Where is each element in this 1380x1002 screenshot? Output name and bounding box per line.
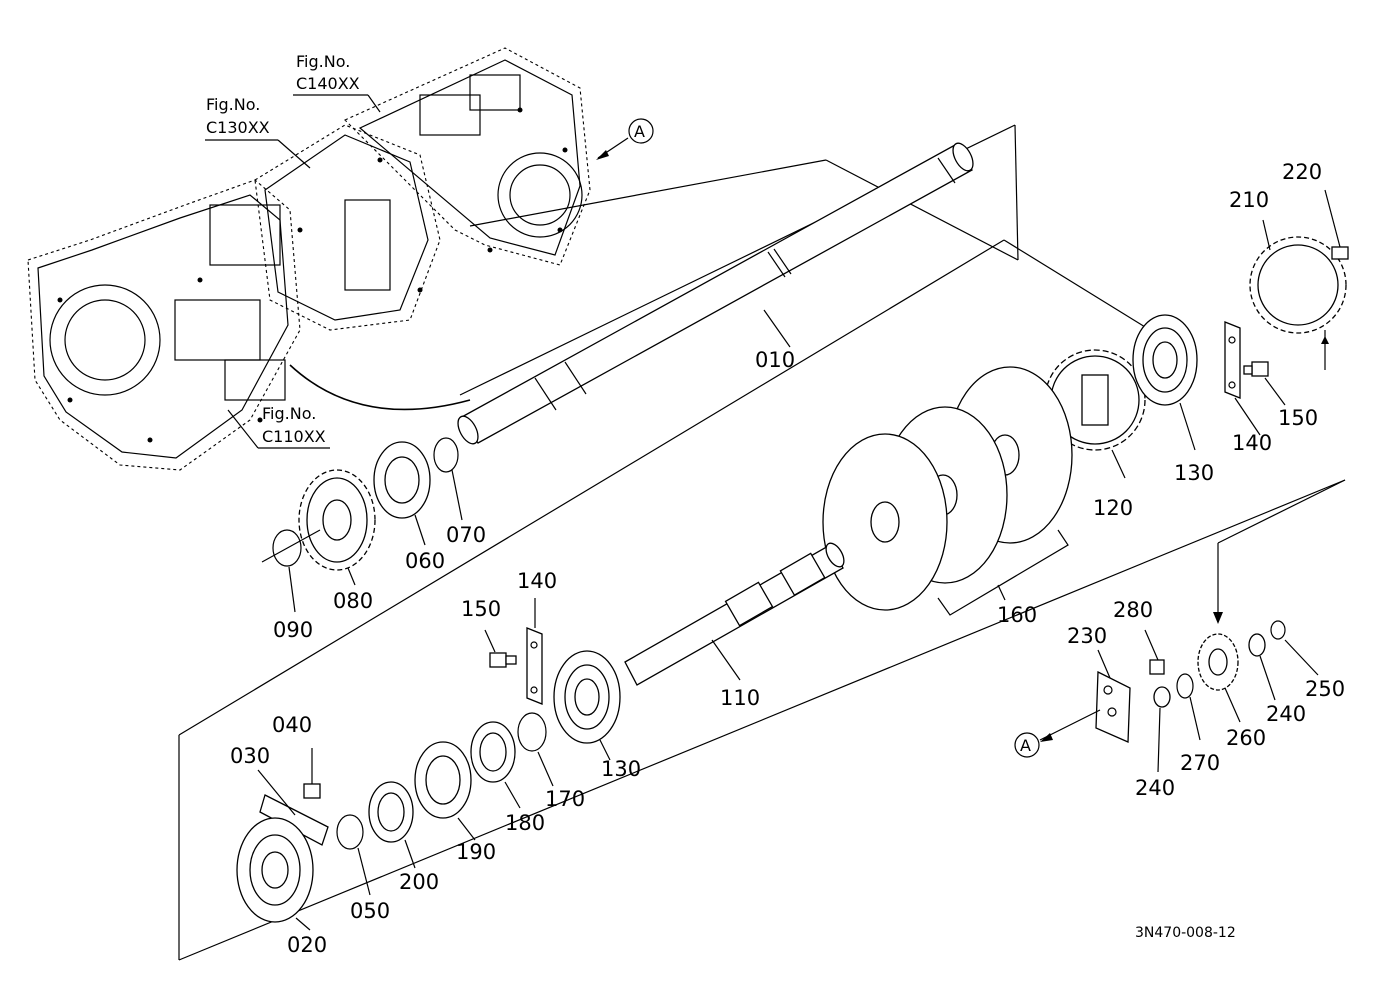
label-010: 010 xyxy=(755,348,795,372)
part-060-bearing xyxy=(373,441,431,546)
part-270-ring xyxy=(1176,673,1201,741)
label-190: 190 xyxy=(456,840,496,864)
part-010-shaft xyxy=(457,142,974,445)
label-180: 180 xyxy=(505,811,545,835)
part-220-bolt xyxy=(1324,189,1349,260)
view-marker-a-bottom: A xyxy=(1014,709,1101,758)
label-060: 060 xyxy=(405,549,445,573)
label-270: 270 xyxy=(1180,751,1220,775)
part-170-snap-ring xyxy=(517,712,554,787)
view-marker-a-top: A xyxy=(596,118,654,160)
label-160: 160 xyxy=(997,603,1037,627)
label-280: 280 xyxy=(1113,598,1153,622)
part-260-gear xyxy=(1197,479,1346,723)
part-190-collar xyxy=(414,741,476,841)
part-240-seal-left xyxy=(1153,686,1171,773)
figure-ref-line2: C110XX xyxy=(262,427,326,446)
figure-ref-c110: Fig.No. C110XX xyxy=(262,404,326,446)
part-080-gear xyxy=(298,469,376,586)
label-040: 040 xyxy=(272,713,312,737)
lower-shaft-frame xyxy=(178,239,1346,961)
label-230: 230 xyxy=(1067,624,1107,648)
part-180-needle-bearing xyxy=(470,721,521,809)
part-labels: 010 020 030 040 050 060 070 080 090 110 … xyxy=(230,160,1345,957)
part-150-upper-bolt xyxy=(1243,361,1286,406)
label-170: 170 xyxy=(545,787,585,811)
label-120: 120 xyxy=(1093,496,1133,520)
part-130-lower-bearing xyxy=(553,650,621,761)
figure-ref-line1: Fig.No. xyxy=(262,404,316,423)
label-050: 050 xyxy=(350,899,390,923)
view-marker-letter: A xyxy=(634,122,645,141)
part-150-lower-bolt xyxy=(484,629,517,668)
part-130-upper-bearing xyxy=(1132,314,1198,451)
figure-ref-leaders xyxy=(205,94,381,449)
label-150-upper: 150 xyxy=(1278,406,1318,430)
drawing-number: 3N470-008-12 xyxy=(1135,925,1236,941)
label-240-right: 240 xyxy=(1266,702,1306,726)
part-250-ring xyxy=(1270,620,1319,676)
part-050-snap-ring xyxy=(336,814,371,896)
label-220: 220 xyxy=(1282,160,1322,184)
part-160-discs xyxy=(822,366,1073,616)
label-110: 110 xyxy=(720,686,760,710)
part-280-bolt xyxy=(1144,629,1165,675)
part-140-upper-plate xyxy=(1224,321,1261,436)
figure-ref-line1: Fig.No. xyxy=(296,52,350,71)
part-040-bolt xyxy=(303,748,321,799)
figure-ref-line1: Fig.No. xyxy=(206,95,260,114)
part-110-shaft xyxy=(624,542,845,686)
part-210-sprocket xyxy=(1249,219,1347,370)
label-140-upper: 140 xyxy=(1232,431,1272,455)
figure-ref-c130: Fig.No. C130XX xyxy=(206,95,270,137)
part-240-seal-right xyxy=(1248,633,1276,701)
label-210: 210 xyxy=(1229,188,1269,212)
part-030-plate xyxy=(257,769,329,846)
figure-ref-line2: C140XX xyxy=(296,74,360,93)
label-140-lower: 140 xyxy=(517,569,557,593)
part-070-snap-ring xyxy=(433,437,463,521)
view-marker-letter: A xyxy=(1020,736,1031,755)
part-200-needle-bearing xyxy=(368,781,416,869)
transmission-housing xyxy=(27,47,591,471)
label-250: 250 xyxy=(1305,677,1345,701)
label-070: 070 xyxy=(446,523,486,547)
label-260: 260 xyxy=(1226,726,1266,750)
part-120-gear xyxy=(1044,349,1146,479)
label-130-lower: 130 xyxy=(601,757,641,781)
label-080: 080 xyxy=(333,589,373,613)
part-140-lower-plate xyxy=(526,598,543,705)
label-090: 090 xyxy=(273,618,313,642)
label-200: 200 xyxy=(399,870,439,894)
label-130-upper: 130 xyxy=(1174,461,1214,485)
part-020-bearing xyxy=(236,817,314,931)
label-240-left: 240 xyxy=(1135,776,1175,800)
figure-ref-line2: C130XX xyxy=(206,118,270,137)
figure-ref-c140: Fig.No. C140XX xyxy=(296,52,360,93)
label-030: 030 xyxy=(230,744,270,768)
label-020: 020 xyxy=(287,933,327,957)
label-150-lower: 150 xyxy=(461,597,501,621)
part-230-bracket xyxy=(1095,649,1131,743)
part-090-snap-ring xyxy=(261,529,321,613)
